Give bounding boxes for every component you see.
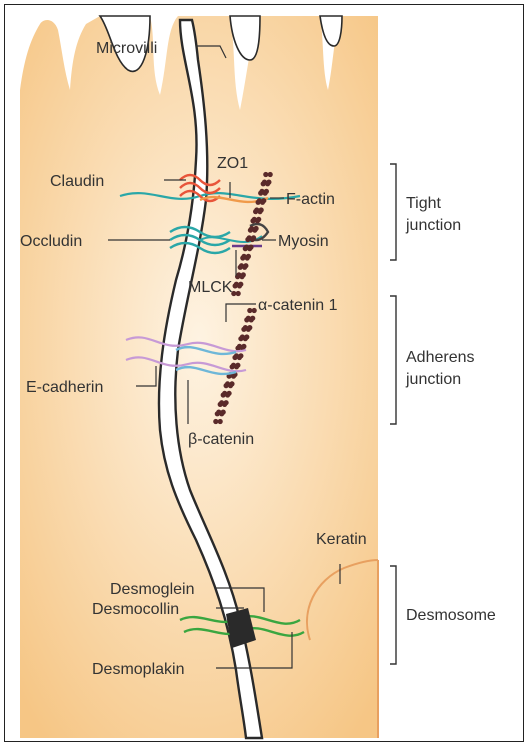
label-tight-line1: Tight [406, 195, 442, 212]
actin-bead [236, 291, 241, 296]
actin-bead [234, 364, 239, 369]
label-zo1: ZO1 [217, 155, 248, 172]
actin-bead [257, 209, 262, 214]
label-tight-line2: junction [405, 217, 461, 234]
desmosome-bracket [390, 566, 396, 664]
actin-bead [252, 228, 257, 233]
label-occludin: Occludin [20, 233, 82, 250]
tight-junction-bracket [390, 164, 396, 260]
actin-bead [222, 402, 227, 407]
actin-bead [219, 411, 224, 416]
adherens-junction-bracket [390, 296, 396, 424]
bracket-labels: Tight junction Adherens junction Desmoso… [405, 195, 496, 624]
label-desmosome: Desmosome [406, 607, 496, 624]
label-adherens-line1: Adherens [406, 349, 475, 366]
label-beta-catenin: β-catenin [188, 431, 254, 448]
actin-bead [252, 308, 257, 313]
actin-bead [249, 317, 254, 322]
label-e-cadherin: E-cadherin [26, 379, 103, 396]
label-claudin: Claudin [50, 173, 104, 190]
actin-bead [260, 200, 265, 205]
label-alpha-catenin: α-catenin 1 [258, 297, 338, 314]
actin-bead [242, 265, 247, 270]
actin-bead [225, 392, 230, 397]
label-microvilli: Microvilli [96, 40, 157, 57]
actin-bead [228, 383, 233, 388]
actin-bead [246, 327, 251, 332]
label-f-actin: F-actin [286, 191, 335, 208]
section-brackets [390, 164, 396, 664]
actin-bead [265, 181, 270, 186]
label-desmocollin: Desmocollin [92, 601, 179, 618]
label-keratin: Keratin [316, 531, 367, 548]
label-mlck: MLCK [188, 279, 233, 296]
actin-bead [231, 374, 236, 379]
actin-bead [218, 419, 223, 424]
actin-bead [255, 218, 260, 223]
actin-bead [239, 274, 244, 279]
actin-bead [263, 191, 268, 196]
label-adherens-line2: junction [405, 371, 461, 388]
actin-bead [237, 283, 242, 288]
actin-bead [245, 255, 250, 260]
actin-bead [237, 355, 242, 360]
actin-bead [250, 237, 255, 242]
label-desmoglein: Desmoglein [110, 581, 194, 598]
actin-bead [243, 336, 248, 341]
label-desmoplakin: Desmoplakin [92, 661, 184, 678]
label-myosin: Myosin [278, 233, 329, 250]
actin-bead [247, 246, 252, 251]
actin-bead [268, 172, 273, 177]
